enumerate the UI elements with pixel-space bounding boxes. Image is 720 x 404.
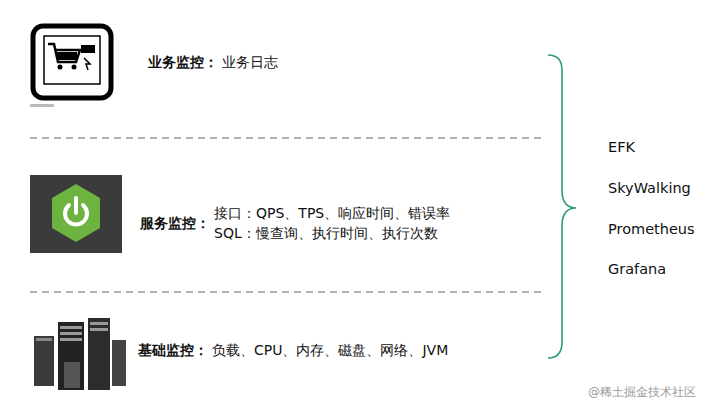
band-heading: 基础监控： (138, 340, 208, 360)
laptop-cart-icon (30, 26, 111, 107)
monitor-band: 业务监控：业务日志 (148, 52, 278, 72)
tool-name: SkyWalking (608, 178, 691, 198)
band-heading: 服务监控： (140, 213, 210, 233)
metric-list: 负载、CPU、内存、磁盘、网络、JVM (212, 340, 448, 360)
row-separator (30, 137, 545, 138)
server-icon (34, 318, 126, 390)
monitor-band: 基础监控：负载、CPU、内存、磁盘、网络、JVM (138, 340, 448, 360)
watermark: @稀土掘金技术社区 (588, 382, 696, 402)
tool-name: Prometheus (608, 219, 695, 239)
band-heading: 业务监控： (148, 52, 218, 72)
row-separator (30, 291, 545, 292)
spring-icon (30, 175, 122, 253)
tool-name: Grafana (608, 259, 666, 279)
band-body: 接口：QPS、TPS、响应时间、错误率SQL：慢查询、执行时间、执行次数 (214, 203, 450, 243)
band-body: 业务日志 (222, 52, 278, 72)
monitor-band: 服务监控：接口：QPS、TPS、响应时间、错误率SQL：慢查询、执行时间、执行次… (140, 203, 450, 243)
metric-list: 接口：QPS、TPS、响应时间、错误率 (214, 203, 450, 223)
metric-list: SQL：慢查询、执行时间、执行次数 (214, 223, 450, 243)
curly-bracket (548, 55, 576, 358)
band-body: 负载、CPU、内存、磁盘、网络、JVM (212, 340, 448, 360)
metric-list: 业务日志 (222, 52, 278, 72)
tool-name: EFK (608, 137, 635, 157)
